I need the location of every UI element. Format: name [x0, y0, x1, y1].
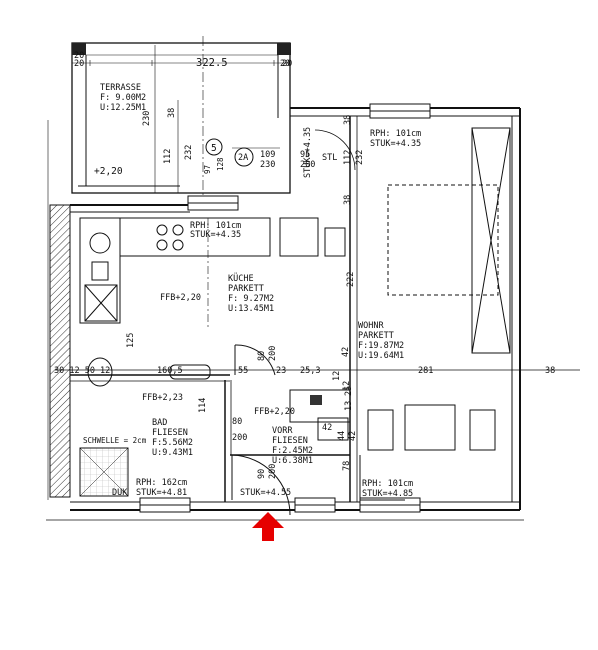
dim-200: 200	[232, 433, 247, 443]
door-2a-95: 95	[300, 150, 310, 160]
dim-edge: 20	[280, 59, 290, 69]
living-perimeter: U:19.64M1	[358, 351, 404, 361]
window-stuk: STUK=+4.35	[190, 230, 241, 240]
dim-222: 222	[346, 272, 356, 287]
vorr-name: VORR	[272, 426, 293, 436]
vorr-floor: FLIESEN	[272, 436, 308, 446]
dim-230: 230	[142, 111, 152, 126]
window-rph: RPH: 101cm	[370, 129, 421, 139]
kitchen-floor: PARKETT	[228, 284, 264, 294]
dim-row-seq: 30 12 50 12	[54, 366, 110, 376]
bathroom-name: BAD	[152, 418, 167, 428]
dim-edge: 20	[74, 51, 84, 61]
dim-13: 13	[344, 401, 354, 411]
window-stuk: STUK=+4.81	[136, 488, 187, 498]
kitchen-area: F: 9.27M2	[228, 294, 274, 304]
door-2a-height: 230	[260, 160, 275, 170]
dim-38: 38	[167, 108, 177, 118]
dim-edge: 20	[74, 59, 84, 69]
dim-terrace-width: 322.5	[196, 57, 228, 69]
dim-281: 281	[418, 366, 433, 376]
dimension-labels: 30 12 50 12 160,5 55 23 25,3 281 38 80 2…	[54, 51, 555, 479]
door-2a-code: 2A	[238, 153, 248, 163]
dim-160: 160,5	[157, 366, 183, 376]
dim-23: 23	[276, 366, 286, 376]
living-area: F:19.87M2	[358, 341, 404, 351]
dim-25: 25	[344, 386, 354, 396]
bathroom-level: FFB+2,23	[142, 393, 183, 403]
shaft	[310, 395, 322, 405]
entry-hall	[231, 454, 291, 516]
terrace	[71, 36, 291, 200]
terrace-perimeter: U:12.25M1	[100, 103, 146, 113]
door-stl: STL	[322, 153, 337, 163]
dim-12: 12	[342, 381, 352, 391]
terrace-corner-post	[277, 43, 291, 55]
dim-80: 80	[257, 351, 267, 361]
dim-232: 232	[355, 150, 365, 165]
dim-42: 42	[341, 347, 351, 357]
kitchen	[79, 129, 356, 376]
windows	[139, 103, 431, 513]
shower-note: SCHWELLE = 2cm	[83, 436, 147, 445]
bathroom-perimeter: U:9.43M1	[152, 448, 193, 458]
dim-12: 12	[332, 371, 342, 381]
dim-78: 78	[342, 461, 352, 471]
door-duk: DUK	[112, 488, 128, 498]
dim-38: 38	[343, 195, 353, 205]
dim-112: 112	[163, 149, 173, 164]
dim-232: 232	[184, 145, 194, 160]
bathroom-area: F:5.56M2	[152, 438, 193, 448]
dim-25: 25,3	[300, 366, 320, 376]
dim-128: 128	[216, 157, 225, 171]
terrace-door-stuk: STUK=+4.35	[303, 127, 313, 178]
entry-door-stuk: STUK=+4.55	[240, 488, 291, 498]
section-marker-label: 5	[211, 143, 217, 154]
window-stuk: STUK=+4.35	[370, 139, 421, 149]
terrace-corner-post	[72, 43, 86, 55]
dim-42: 42	[348, 431, 358, 441]
living-room	[359, 127, 511, 501]
door-2a-200: 200	[300, 160, 315, 170]
terrace-name: TERRASSE	[100, 83, 141, 93]
door-2a-width: 109	[260, 150, 275, 160]
kitchen-level: FFB+2,20	[160, 293, 201, 303]
dim-44: 44	[337, 431, 347, 441]
bathroom-floor: FLIESEN	[152, 428, 188, 438]
window-rph: RPH: 101cm	[362, 479, 413, 489]
living-floor: PARKETT	[358, 331, 394, 341]
dim-200: 200	[268, 464, 278, 479]
bathroom	[79, 357, 211, 497]
window-rph: RPH: 162cm	[136, 478, 187, 488]
dim-125: 125	[126, 333, 136, 348]
kitchen-name: KÜCHE	[228, 273, 254, 284]
entry-arrow-icon	[252, 512, 284, 541]
window-rph: RPH: 101cm	[190, 221, 241, 231]
dim-42: 42	[322, 423, 332, 433]
terrace-area: F: 9.00M2	[100, 93, 146, 103]
dim-55: 55	[238, 366, 248, 376]
vorr-perimeter: U:6.38M1	[272, 456, 313, 466]
dim-edge: 20	[282, 59, 292, 69]
dim-114: 114	[198, 398, 208, 413]
window-stuk: STUK=+4.85	[362, 489, 413, 499]
dim-90: 90	[257, 469, 267, 479]
kitchen-perimeter: U:13.45M1	[228, 304, 274, 314]
dim-80: 80	[232, 417, 242, 427]
vorr-level: FFB+2,20	[254, 407, 295, 417]
terrace-level: +2,20	[94, 166, 123, 177]
dim-97: 97	[203, 165, 212, 174]
vorr-area: F:2.45M2	[272, 446, 313, 456]
living-name: WOHNR	[358, 321, 384, 331]
dim-200: 200	[268, 346, 278, 361]
dim-38: 38	[545, 366, 555, 376]
dim-38: 38	[343, 115, 353, 125]
dim-112: 112	[343, 150, 353, 165]
